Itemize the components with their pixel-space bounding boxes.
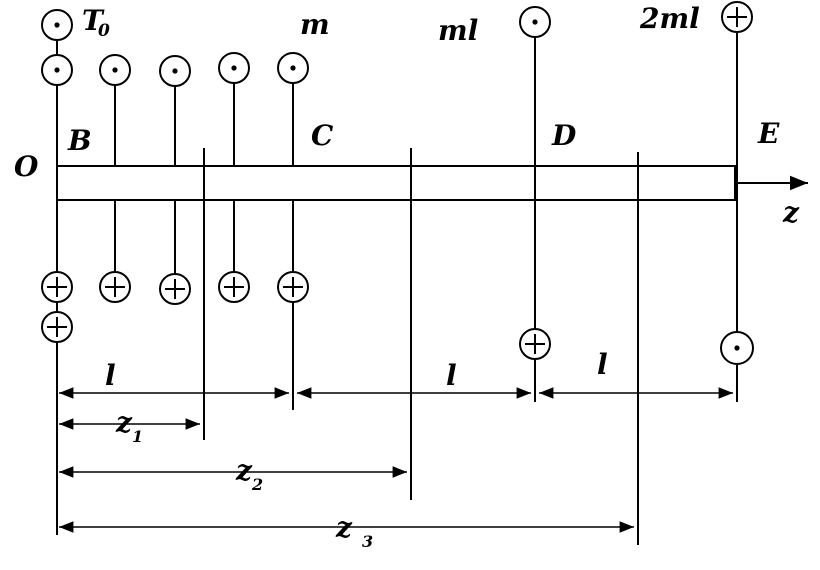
dim-label-l-3: l [597,348,608,381]
dim-label-l-2: l [446,359,457,392]
shaft-body [56,165,736,201]
dim-label-z3-sub: 3 [362,532,373,551]
label-e: E [757,117,780,150]
dim-label-z2-sub: 2 [251,475,263,494]
label-ml: ml [438,14,478,47]
dim-label-l-1: l [105,359,116,392]
dim-label-z1-sub: 1 [132,427,143,446]
circled-plus-icon [41,311,73,343]
label-d: D [551,119,577,152]
circled-dot-icon [218,52,250,84]
circled-plus-icon [41,271,73,303]
dim-label-z1: z [115,406,133,439]
label-c: C [311,119,334,152]
label-t0-sub: 0 [98,21,110,41]
circled-dot-icon [720,331,754,365]
label-2ml: 2ml [639,2,700,35]
dim-label-z2: z [235,454,253,487]
label-z-axis: z [782,196,800,229]
label-b: B [67,124,92,157]
circled-dot-icon [277,52,309,84]
label-m: m [300,8,330,41]
circled-plus-icon [519,328,551,360]
circled-dot-icon [159,55,191,87]
dim-label-z3: z [335,511,353,544]
label-o: O [14,150,39,183]
circled-plus-icon [99,271,131,303]
circled-dot-icon [41,9,73,41]
circled-plus-icon [721,1,753,33]
circled-plus-icon [159,273,191,305]
circled-plus-icon [277,271,309,303]
circled-dot-icon [41,54,73,86]
circled-dot-icon [99,54,131,86]
circled-dot-icon [519,6,551,38]
label-t0: T [82,4,105,37]
circled-plus-icon [218,271,250,303]
